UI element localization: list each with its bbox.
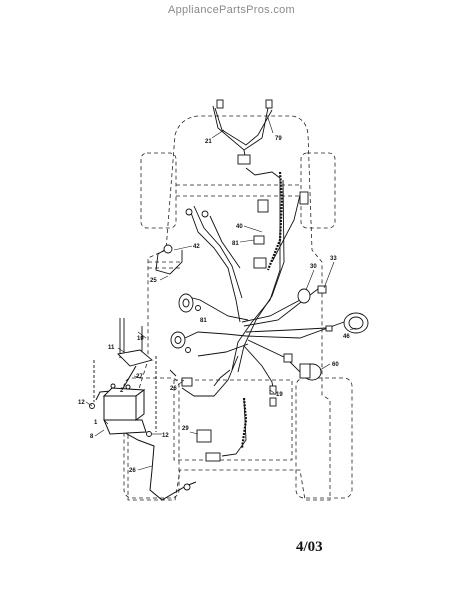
- callout-29: 29: [182, 426, 189, 432]
- callout-60: 60: [332, 362, 339, 368]
- relay-component: [196, 429, 212, 443]
- leader-lines: [85, 117, 357, 471]
- callout-11: 11: [108, 345, 115, 351]
- callout-26-bottom: 26: [129, 468, 136, 474]
- callout-19: 19: [276, 392, 283, 398]
- date-code: 4/03: [296, 539, 323, 555]
- coiled-loom: [240, 171, 284, 449]
- callout-26-top: 26: [170, 386, 177, 392]
- callout-46: 46: [343, 334, 350, 340]
- callout-42: 42: [193, 244, 200, 250]
- callout-40: 40: [236, 224, 243, 230]
- callout-30: 30: [310, 264, 317, 270]
- watermark: AppliancePartsPros.com: [167, 4, 296, 16]
- switch-30-component: [297, 288, 311, 304]
- callout-12-right: 12: [162, 433, 169, 439]
- callout-25: 25: [150, 278, 157, 284]
- callout-labels: 21 79 40 81 42 33 30 25 46 10 11 81 60 2…: [78, 136, 350, 474]
- callout-8: 8: [90, 434, 94, 440]
- components: [163, 99, 369, 491]
- callout-21: 21: [205, 139, 212, 145]
- tractor-outline: [123, 115, 353, 501]
- callout-81: 81: [232, 241, 239, 247]
- callout-27: 27: [136, 374, 143, 380]
- callout-2: 2: [120, 388, 124, 394]
- callout-81-lower: 81: [200, 318, 207, 324]
- battery-assembly: [102, 383, 147, 435]
- callout-12-left: 12: [78, 400, 85, 406]
- callout-10: 10: [137, 336, 144, 342]
- callout-1: 1: [94, 420, 98, 426]
- callout-79: 79: [275, 136, 282, 142]
- hold-down-assembly: [89, 318, 177, 437]
- callout-33: 33: [330, 256, 337, 262]
